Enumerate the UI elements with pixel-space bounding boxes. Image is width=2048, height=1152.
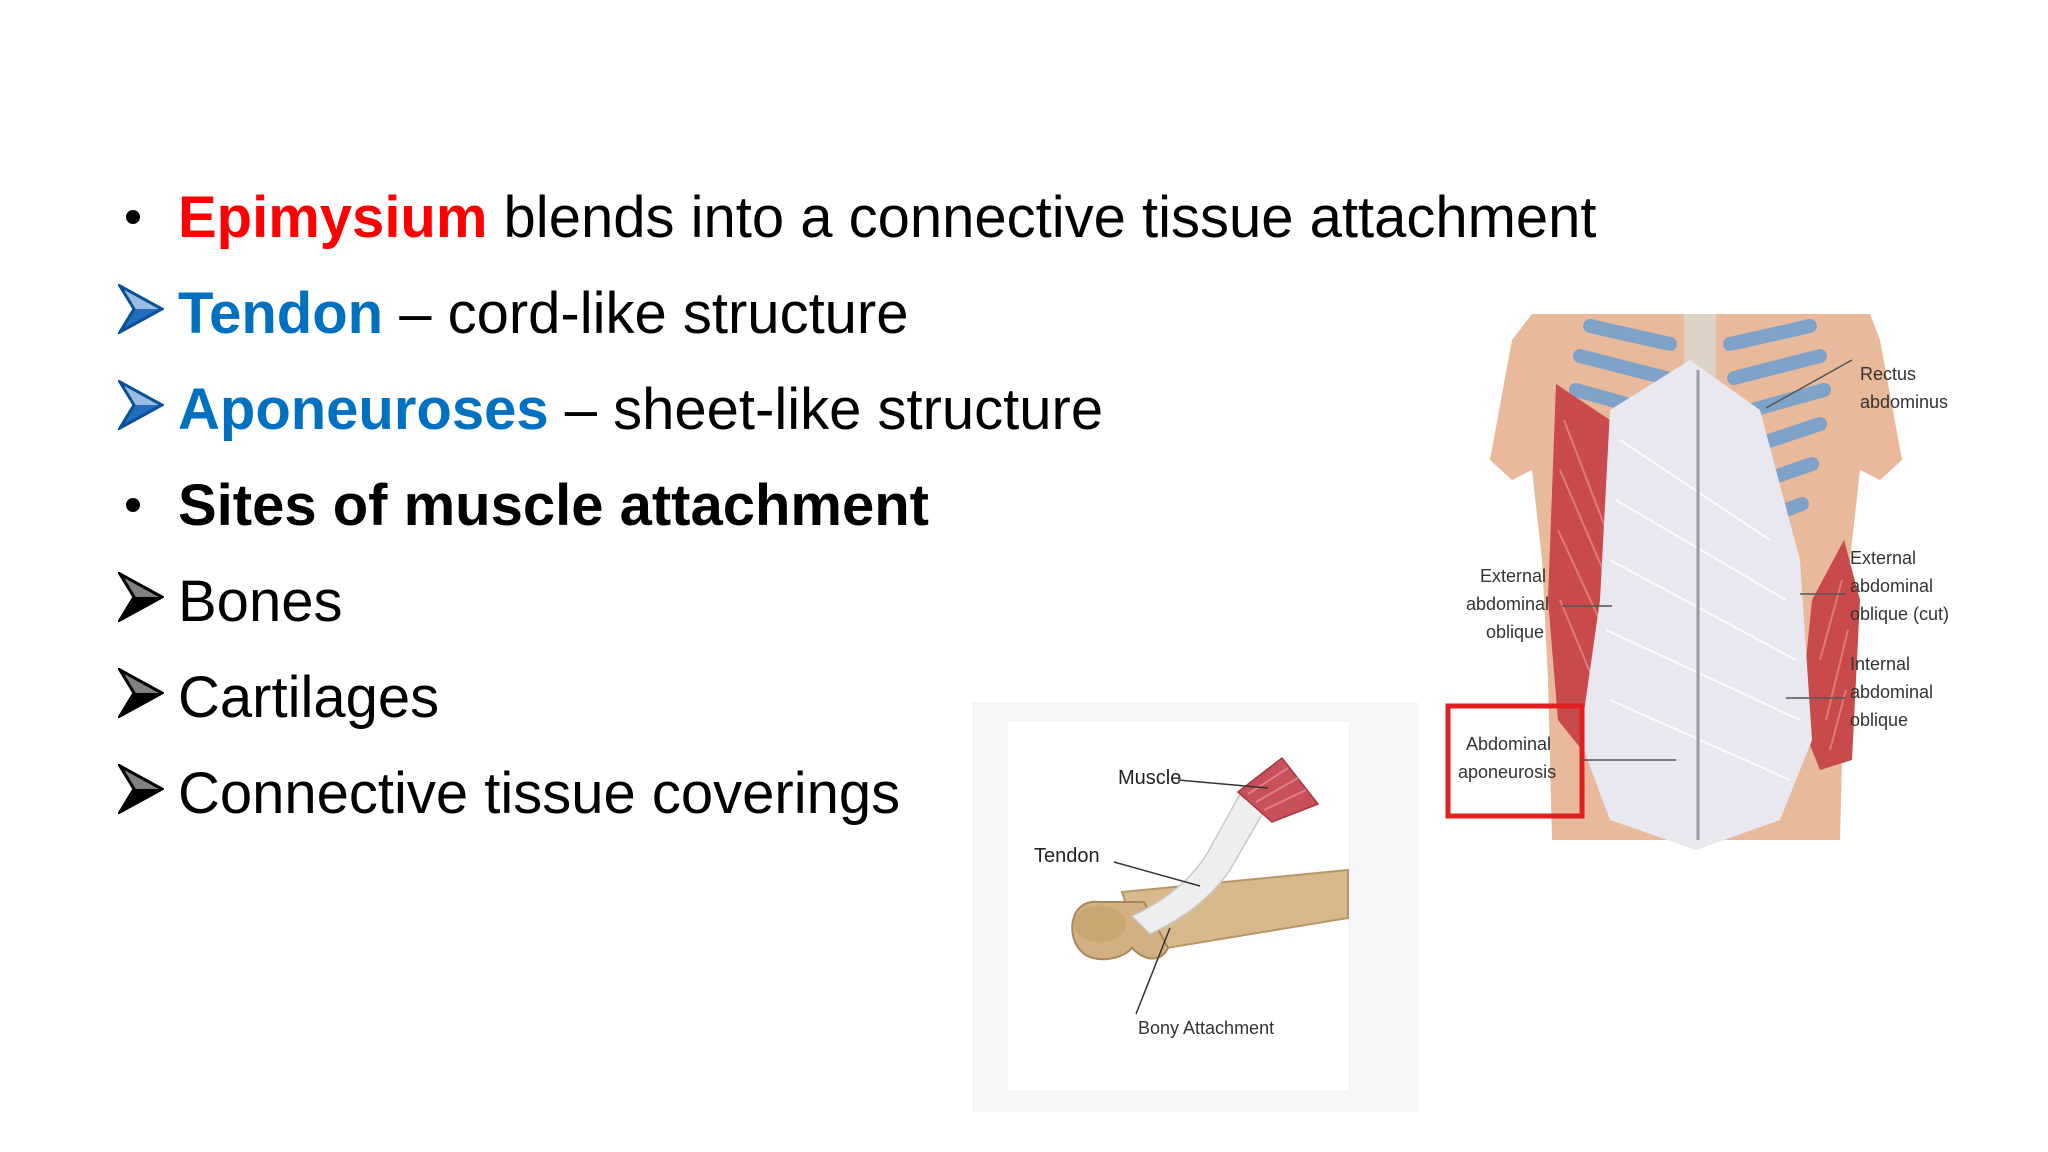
aponeurosis-label-line2: aponeurosis [1458, 762, 1556, 782]
arrow-bullet-icon [118, 362, 174, 458]
tendon-label: Tendon [1034, 845, 1100, 867]
rectus-label-line2: abdominus [1860, 392, 1948, 412]
term-tendon: Tendon [178, 281, 384, 346]
aponeurosis-label-line1: Abdominal [1466, 734, 1551, 754]
bullet-text: – sheet-like structure [548, 377, 1104, 442]
bullet-sites: Sites of muscle attachment [118, 458, 1597, 554]
arrow-bullet-icon [118, 266, 174, 362]
bullet-epimysium: Epimysium blends into a connective tissu… [118, 170, 1597, 266]
bullet-tendon: Tendon – cord-like structure [118, 266, 1597, 362]
arrow-bullet-icon [118, 650, 174, 746]
ext-oblique-label-line1: External [1480, 566, 1546, 586]
ext-oblique-label-line2: abdominal [1466, 594, 1549, 614]
bullet-coverings: Connective tissue coverings [118, 746, 1597, 842]
bullet-cartilages: Cartilages [118, 650, 1597, 746]
aponeurosis-highlight-box [1445, 703, 1585, 819]
arrow-bullet-icon [118, 746, 174, 842]
arrow-bullet-icon [118, 554, 174, 650]
ext-oblique-cut-label-line2: abdominal [1850, 576, 1933, 596]
int-oblique-label-line3: oblique [1850, 710, 1908, 730]
term-epimysium: Epimysium [178, 185, 488, 250]
ext-oblique-cut-label-line1: External [1850, 548, 1916, 568]
int-oblique-label-line2: abdominal [1850, 682, 1933, 702]
bullet-text: Connective tissue coverings [178, 761, 901, 826]
ext-oblique-label-line3: oblique [1486, 622, 1544, 642]
bullet-text: Cartilages [178, 665, 440, 730]
bullet-dot-icon [118, 458, 174, 554]
bullet-list: Epimysium blends into a connective tissu… [118, 170, 1597, 842]
bullet-aponeuroses: Aponeuroses – sheet-like structure [118, 362, 1597, 458]
muscle-label: Muscle [1118, 767, 1181, 789]
rectus-label-line1: Rectus [1860, 364, 1916, 384]
term-aponeuroses: Aponeuroses [178, 377, 549, 442]
ext-oblique-cut-label-line3: oblique (cut) [1850, 604, 1949, 624]
bullet-heading: Sites of muscle attachment [178, 473, 929, 538]
bony-attachment-label: Bony Attachment [1138, 1018, 1274, 1038]
bullet-text: – cord-like structure [383, 281, 909, 346]
tendon-illustration: Muscle Tendon Bony Attachment [972, 702, 1418, 1112]
bullet-text: Bones [178, 569, 343, 634]
abdominal-muscles-illustration: Rectus abdominus External abdominal obli… [1440, 300, 2000, 860]
bullet-bones: Bones [118, 554, 1597, 650]
bullet-dot-icon [118, 170, 174, 266]
bullet-text: blends into a connective tissue attachme… [487, 185, 1597, 250]
int-oblique-label-line1: Internal [1850, 654, 1910, 674]
